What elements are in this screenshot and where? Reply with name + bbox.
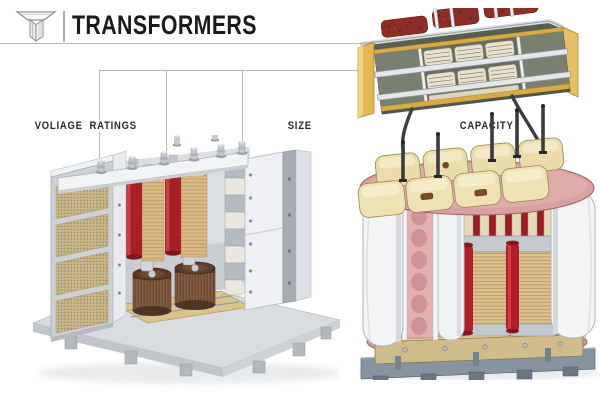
frame-rail-front-lower [377, 71, 572, 101]
mesh-panel [55, 213, 109, 258]
clamp-posts [432, 8, 515, 30]
finned-winding-drum-left [132, 267, 172, 316]
transformer-core-icon [15, 11, 57, 42]
mesh-grille-wall [50, 150, 127, 342]
voltage-ratings-label: VOLIAGE RATINGS [33, 120, 139, 132]
core-window-interior [459, 200, 559, 337]
header-divider [63, 11, 65, 42]
main-winding-left [466, 251, 510, 327]
header-rule-line [0, 43, 364, 44]
shell-column-middle [437, 197, 465, 341]
main-winding-right [512, 251, 556, 327]
callout-drop-line-size [242, 70, 243, 141]
terminal-block-cluster [357, 137, 565, 218]
outer-shell-left [362, 195, 404, 347]
finned-winding-drum-right [174, 261, 216, 310]
red-core-column [506, 240, 519, 334]
top-beam [57, 151, 249, 194]
right-side-panel [244, 149, 312, 311]
cutaway-transformer-illustration [31, 135, 340, 384]
size-label: SIZE [286, 120, 314, 132]
terminal-bushings [95, 135, 248, 174]
shell-transformer-illustration [357, 94, 599, 380]
mesh-panel [55, 251, 109, 296]
mesh-panel [55, 289, 109, 334]
callout-drop-line-middle [166, 70, 167, 151]
outer-shell-right [550, 189, 596, 339]
frame-rail-front-upper [374, 48, 569, 78]
lamination-cutaway-strip [401, 197, 439, 341]
page-title: TRANSFORMERS [72, 10, 257, 40]
callout-rail-line [99, 70, 364, 71]
terminal-rods [399, 104, 547, 182]
winding-assembly-illustration [357, 8, 579, 119]
callout-drop-line-voltage [99, 70, 100, 160]
assembly-front-face [373, 26, 572, 115]
capacity-label: CAPACITY [458, 120, 516, 132]
